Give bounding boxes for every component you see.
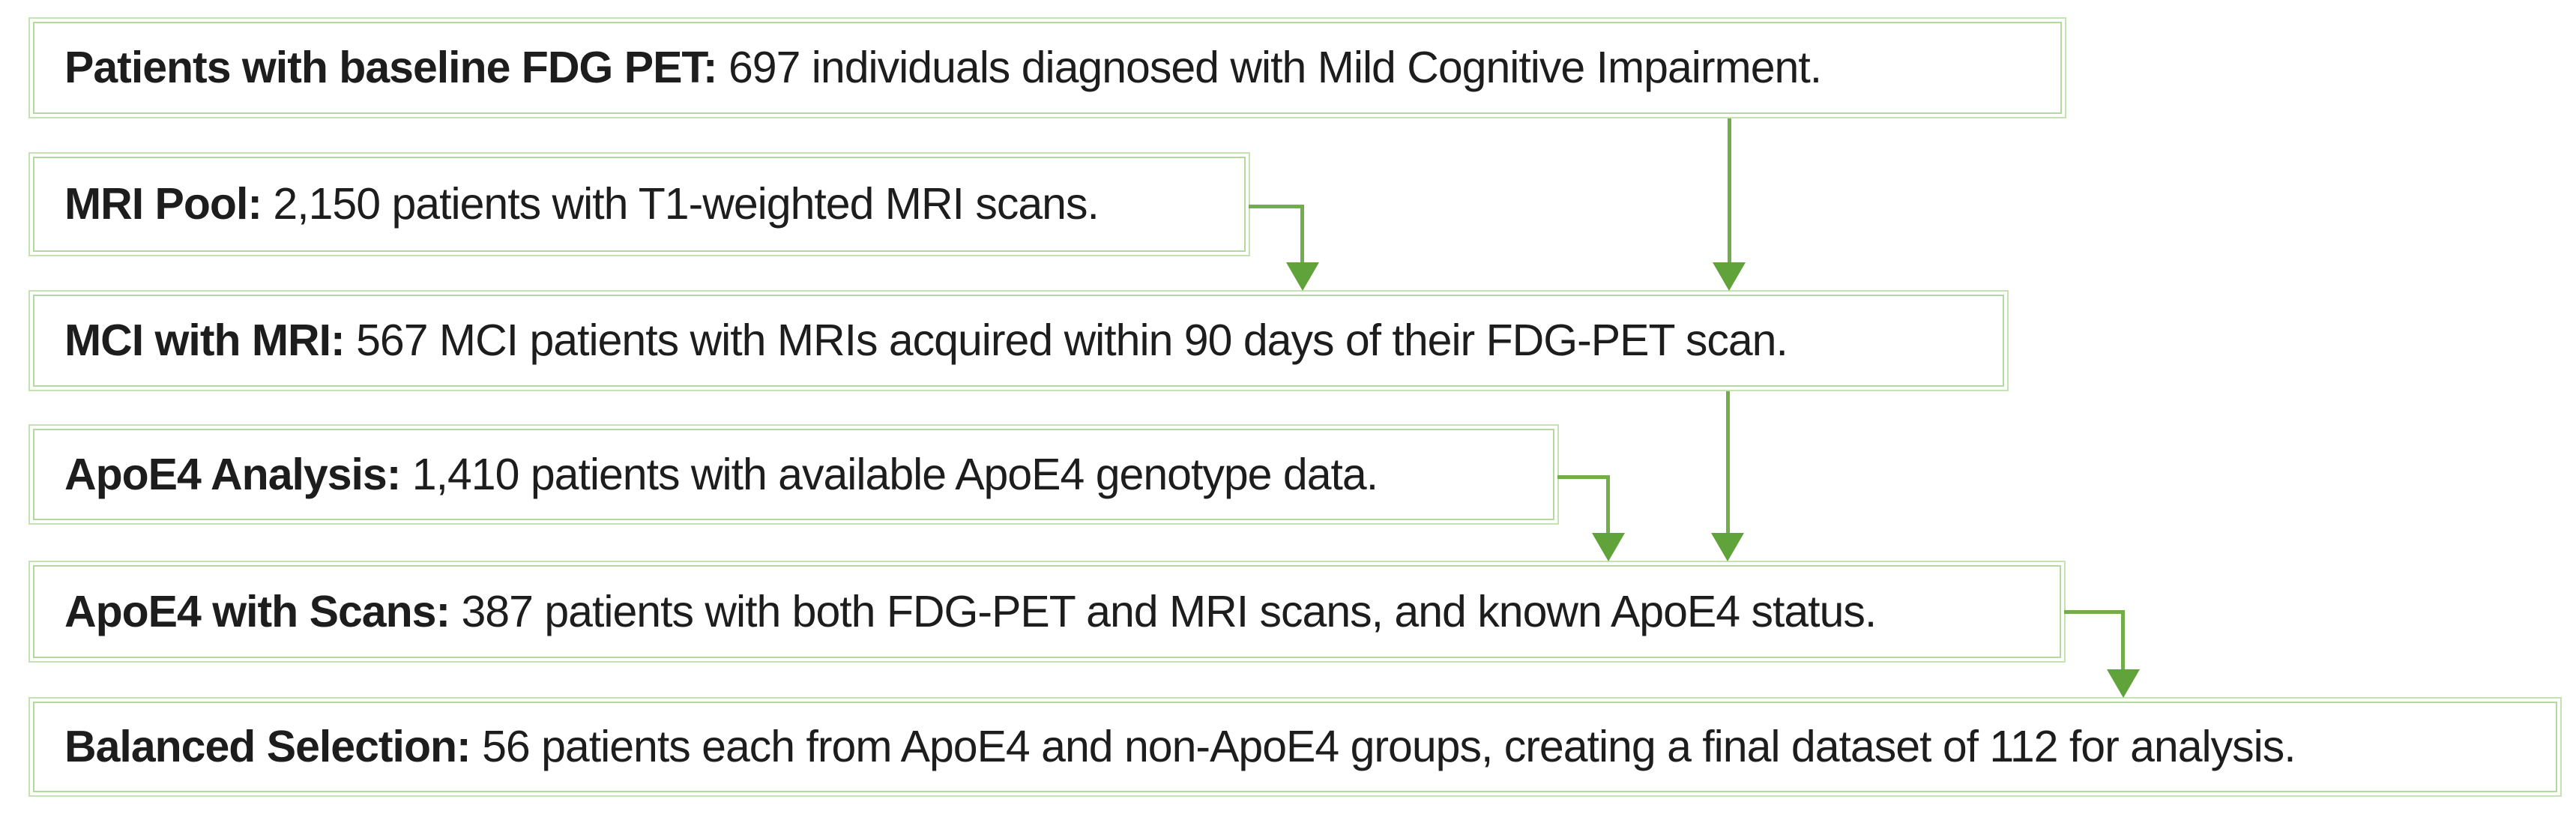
flow-box-mri-pool: MRI Pool: 2,150 patients with T1-weighte… [28,152,1250,256]
box-label: MCI with MRI: [64,316,346,366]
box-text: ApoE4 with Scans: 387 patients with both… [64,586,1877,636]
box-label: ApoE4 with Scans: [64,586,450,636]
box-text: ApoE4 Analysis: 1,410 patients with avai… [64,450,1378,499]
box-description: 1,410 patients with available ApoE4 geno… [400,449,1378,499]
box-description: 387 patients with both FDG-PET and MRI s… [450,586,1877,636]
box-text: Patients with baseline FDG PET: 697 indi… [64,43,1822,93]
connector-mci-to-apoe4scans-line [1726,391,1730,537]
flow-box-apoe4-analysis: ApoE4 Analysis: 1,410 patients with avai… [28,424,1559,525]
box-label: ApoE4 Analysis: [64,449,401,499]
box-text: MRI Pool: 2,150 patients with T1-weighte… [64,179,1100,229]
connector-apoe4analysis-to-apoe4scans-arrowhead-icon [1592,533,1625,561]
connector-apoe4analysis-to-apoe4scans-horizontal [1557,475,1610,479]
box-label: MRI Pool: [64,179,262,229]
box-description: 697 individuals diagnosed with Mild Cogn… [717,43,1822,93]
flow-box-mci-with-mri: MCI with MRI: 567 MCI patients with MRIs… [28,290,2009,391]
box-description: 56 patients each from ApoE4 and non-ApoE… [470,722,2296,772]
box-text: Balanced Selection: 56 patients each fro… [64,723,2296,771]
connector-apoe4scans-to-balanced-arrowhead-icon [2107,669,2140,698]
box-text: MCI with MRI: 567 MCI patients with MRIs… [64,316,1788,365]
box-description: 567 MCI patients with MRIs acquired with… [344,316,1788,366]
box-label: Patients with baseline FDG PET: [64,43,718,93]
connector-mci-to-apoe4scans-arrowhead-icon [1711,533,1744,561]
flow-box-balanced-selection: Balanced Selection: 56 patients each fro… [28,697,2562,797]
connector-mripool-to-mci-vertical [1300,205,1304,267]
connector-mripool-to-mci-horizontal [1249,205,1304,208]
box-description: 2,150 patients with T1-weighted MRI scan… [262,179,1099,229]
connector-apoe4scans-to-balanced-vertical [2121,610,2125,674]
connector-baseline-to-mci-line [1728,118,1731,266]
flow-box-apoe4-with-scans: ApoE4 with Scans: 387 patients with both… [28,561,2066,663]
box-label: Balanced Selection: [64,722,471,772]
connector-apoe4scans-to-balanced-horizontal [2064,610,2125,614]
connector-mripool-to-mci-arrowhead-icon [1286,262,1319,291]
flow-box-baseline-fdg-pet: Patients with baseline FDG PET: 697 indi… [28,17,2066,118]
connector-baseline-to-mci-arrowhead-icon [1713,262,1746,291]
connector-apoe4analysis-to-apoe4scans-vertical [1606,475,1610,537]
